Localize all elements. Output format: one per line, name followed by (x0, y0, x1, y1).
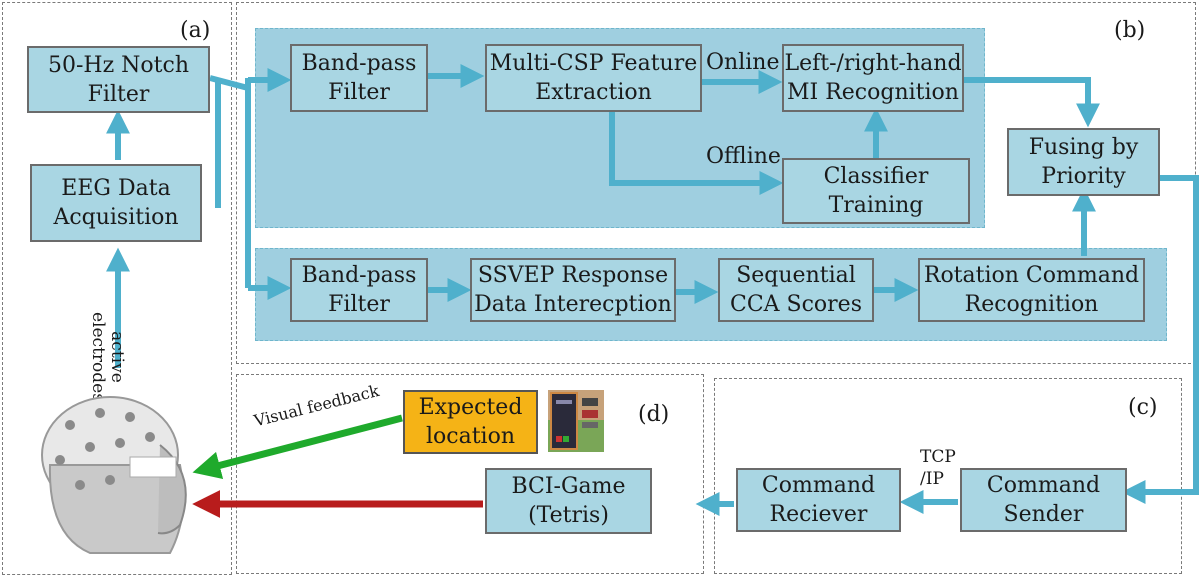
user-head-eeg-cap-image (30, 385, 200, 555)
panel-b-label: (b) (1114, 18, 1146, 43)
tetris-game-screenshot (548, 390, 604, 452)
eeg-acquisition-box: EEG Data Acquisition (30, 164, 202, 242)
panel-c-label: (c) (1128, 395, 1158, 420)
command-sender-box: Command Sender (960, 468, 1127, 532)
bci-game-box: BCI-Game (Tetris) (485, 468, 652, 534)
sequential-cca-box: Sequential CCA Scores (718, 258, 874, 322)
bandpass-filter-bottom-box: Band-pass Filter (290, 258, 428, 322)
panel-a (2, 2, 232, 575)
rotation-recognition-box: Rotation Command Recognition (918, 258, 1145, 322)
fusing-priority-box: Fusing by Priority (1007, 128, 1160, 196)
mi-recognition-box: Left-/right-hand MI Recognition (782, 44, 964, 112)
panel-c (714, 378, 1182, 574)
panel-a-label: (a) (180, 18, 211, 43)
command-receiver-box: Command Reciever (736, 468, 901, 532)
tcp-ip-label: TCP /IP (920, 447, 956, 489)
notch-filter-box: 50-Hz Notch Filter (27, 46, 210, 113)
panel-d (236, 374, 704, 574)
classifier-training-box: Classifier Training (782, 158, 970, 224)
offline-label: Offline (706, 144, 781, 169)
bandpass-filter-top-box: Band-pass Filter (290, 44, 428, 112)
ssvep-interception-box: SSVEP Response Data Interecption (470, 258, 676, 322)
multi-csp-box: Multi-CSP Feature Extraction (485, 44, 702, 112)
online-label: Online (706, 50, 780, 75)
panel-d-label: (d) (638, 402, 670, 427)
expected-location-box: Expected location (403, 390, 538, 454)
